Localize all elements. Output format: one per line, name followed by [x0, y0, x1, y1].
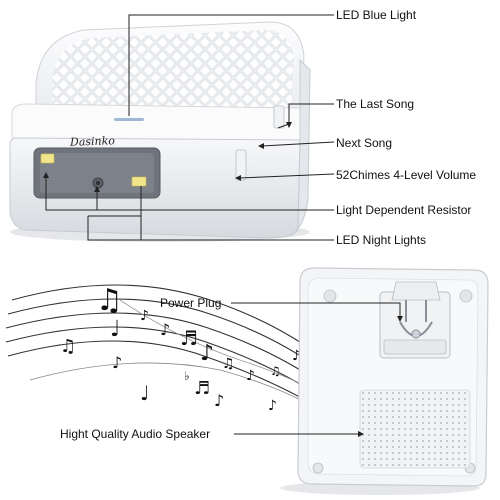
callout-arrowheads [43, 122, 292, 192]
label-led-blue-light: LED Blue Light [336, 8, 417, 22]
svg-text:♫: ♫ [270, 364, 281, 378]
label-power-plug: Power Plug [160, 296, 222, 310]
svg-text:♫: ♫ [96, 283, 123, 318]
svg-text:♪: ♪ [160, 320, 170, 339]
brand-logo: Dasinko [69, 134, 116, 149]
plug-hook-icon [379, 281, 451, 359]
svg-text:♭: ♭ [184, 369, 190, 383]
svg-text:♪: ♪ [140, 308, 149, 324]
last-song-button [273, 105, 285, 129]
label-next-song: Next Song [336, 136, 393, 150]
blue-led [114, 118, 144, 121]
callout-lines-bottom [231, 302, 401, 435]
svg-text:♫: ♫ [222, 356, 235, 372]
svg-text:♬: ♬ [194, 378, 210, 399]
callout-lines-top [45, 14, 335, 241]
receiver-device [9, 21, 311, 242]
svg-text:♪: ♪ [112, 353, 122, 372]
svg-text:♪: ♪ [214, 391, 224, 410]
night-light-right [131, 176, 147, 187]
label-night-lights: LED Night Lights [336, 233, 427, 247]
receiver-back [280, 267, 489, 495]
label-last-song: The Last Song [336, 97, 415, 111]
svg-text:♪: ♪ [268, 398, 277, 414]
svg-text:♩: ♩ [140, 381, 149, 405]
label-volume: 52Chimes 4-Level Volume [336, 168, 477, 182]
night-light-left [40, 153, 55, 164]
svg-text:♪: ♪ [200, 341, 214, 366]
svg-text:♪: ♪ [246, 368, 255, 384]
svg-text:♬: ♬ [180, 326, 198, 350]
svg-text:♩: ♩ [110, 317, 120, 342]
svg-text:♪: ♪ [292, 348, 301, 364]
label-speaker: Hight Quality Audio Speaker [60, 427, 211, 441]
speaker-grille [359, 389, 471, 469]
label-ldr: Light Dependent Resistor [336, 203, 472, 217]
svg-text:♫: ♫ [60, 336, 76, 357]
